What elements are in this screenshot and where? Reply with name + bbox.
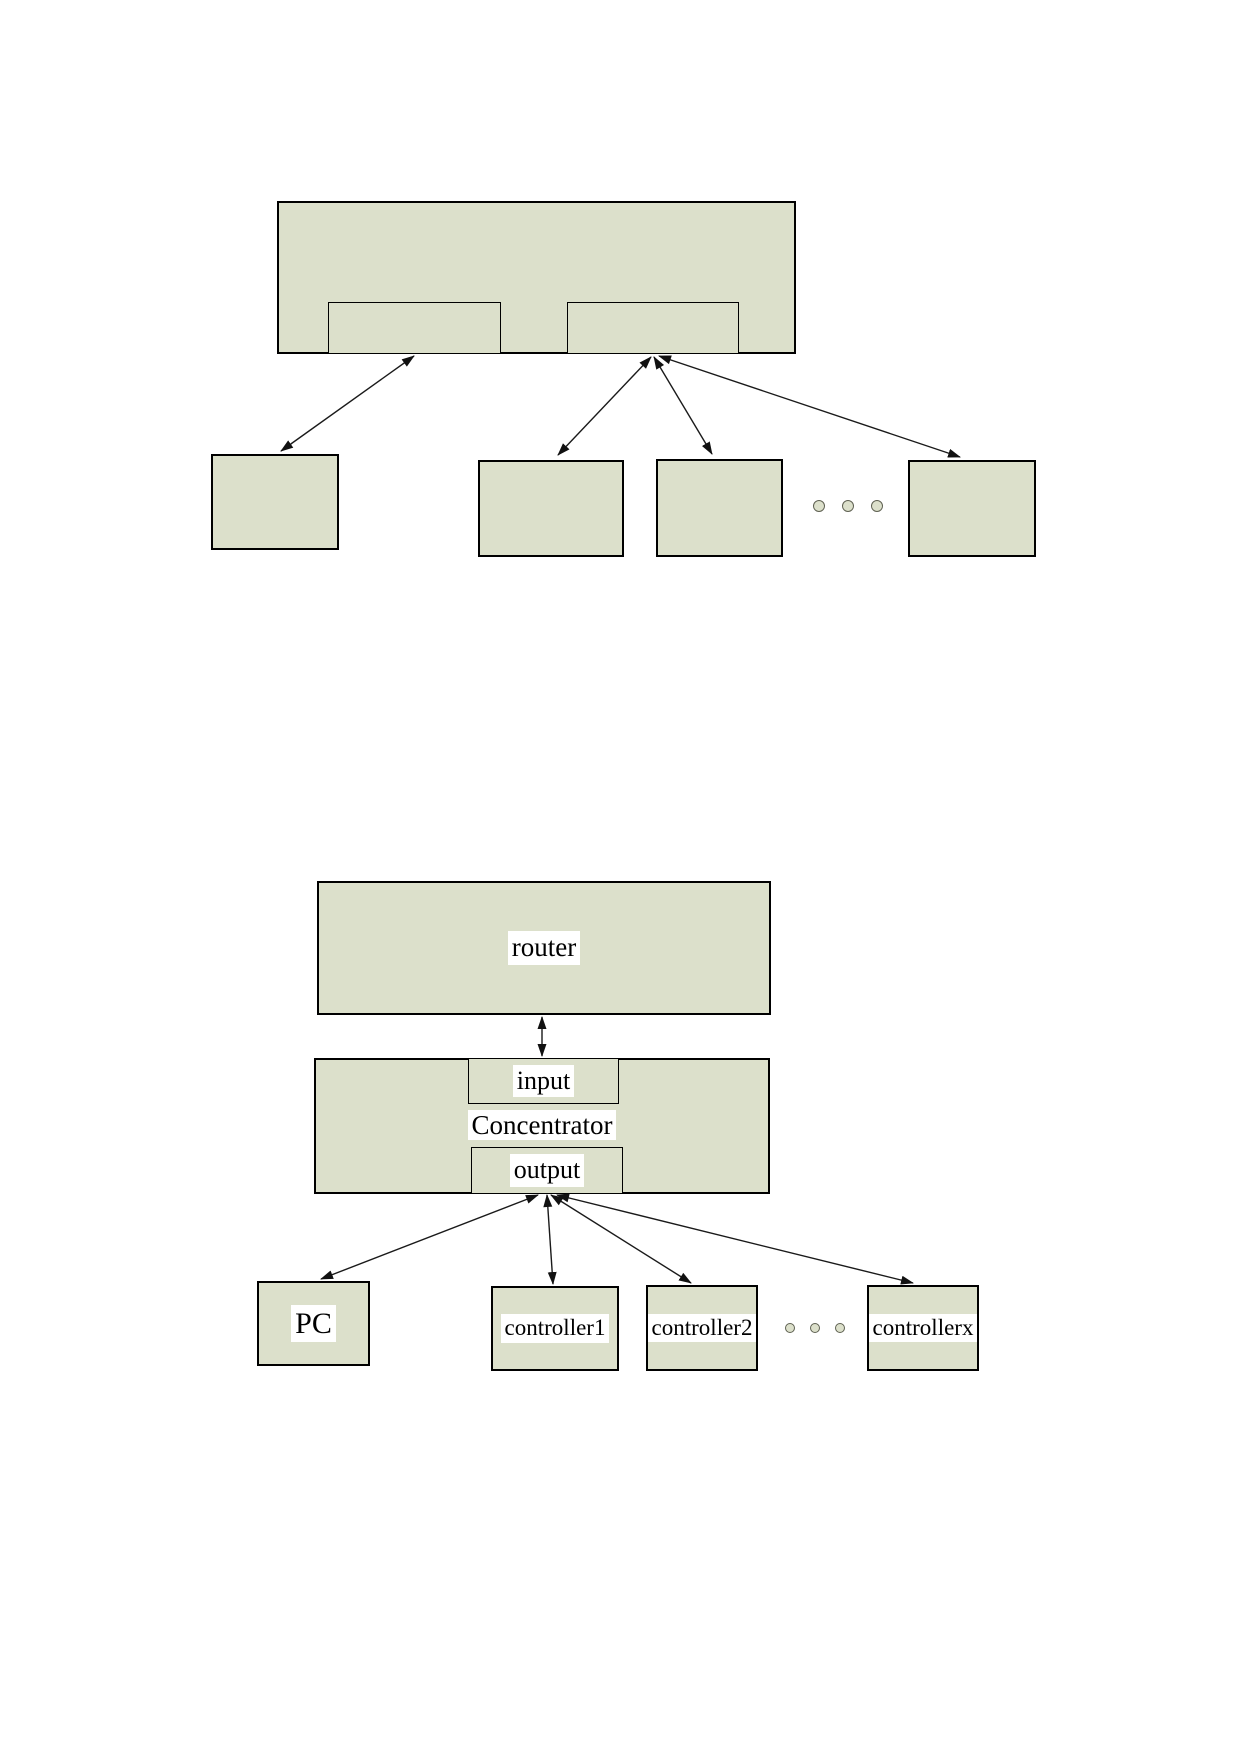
top-node-2 xyxy=(478,460,624,557)
router-box: router xyxy=(317,881,771,1015)
bottom-ellipsis-dot-3 xyxy=(835,1323,845,1333)
device-controller1-box: controller1 xyxy=(491,1286,619,1371)
device-controllerx-label: controllerx xyxy=(868,1313,978,1343)
arrow-portright-node2 xyxy=(557,356,652,456)
arrow-output-controller1 xyxy=(543,1194,557,1285)
arrow-output-controllerx xyxy=(556,1193,914,1285)
top-hub-port-left xyxy=(328,302,501,354)
device-controller2-box: controller2 xyxy=(646,1285,758,1371)
bottom-ellipsis-dot-1 xyxy=(785,1323,795,1333)
arrow-portright-node3 xyxy=(653,356,713,455)
input-label: input xyxy=(512,1064,575,1098)
top-node-3 xyxy=(656,459,783,557)
device-pc-label: PC xyxy=(291,1304,336,1343)
arrow-portleft-node1 xyxy=(280,355,415,452)
bottom-ellipsis-dot-2 xyxy=(810,1323,820,1333)
output-label: output xyxy=(509,1154,585,1187)
device-controller2-label: controller2 xyxy=(647,1313,757,1343)
arrow-output-controller2 xyxy=(550,1194,692,1284)
top-node-4 xyxy=(908,460,1036,557)
concentrator-output-port: output xyxy=(471,1147,623,1194)
top-ellipsis-dot-3 xyxy=(871,500,883,512)
device-pc-box: PC xyxy=(257,1281,370,1366)
concentrator-label-row: Concentrator xyxy=(314,1109,770,1143)
arrow-portright-node4 xyxy=(658,355,961,458)
concentrator-label: Concentrator xyxy=(467,1110,617,1140)
top-ellipsis-dot-1 xyxy=(813,500,825,512)
top-ellipsis-dot-2 xyxy=(842,500,854,512)
device-controllerx-box: controllerx xyxy=(867,1285,979,1371)
top-node-1 xyxy=(211,454,339,550)
device-controller1-label: controller1 xyxy=(500,1314,610,1343)
router-label: router xyxy=(507,931,581,965)
concentrator-input-port: input xyxy=(468,1058,619,1104)
top-hub-port-right xyxy=(567,302,739,354)
arrow-output-pc xyxy=(320,1194,539,1280)
